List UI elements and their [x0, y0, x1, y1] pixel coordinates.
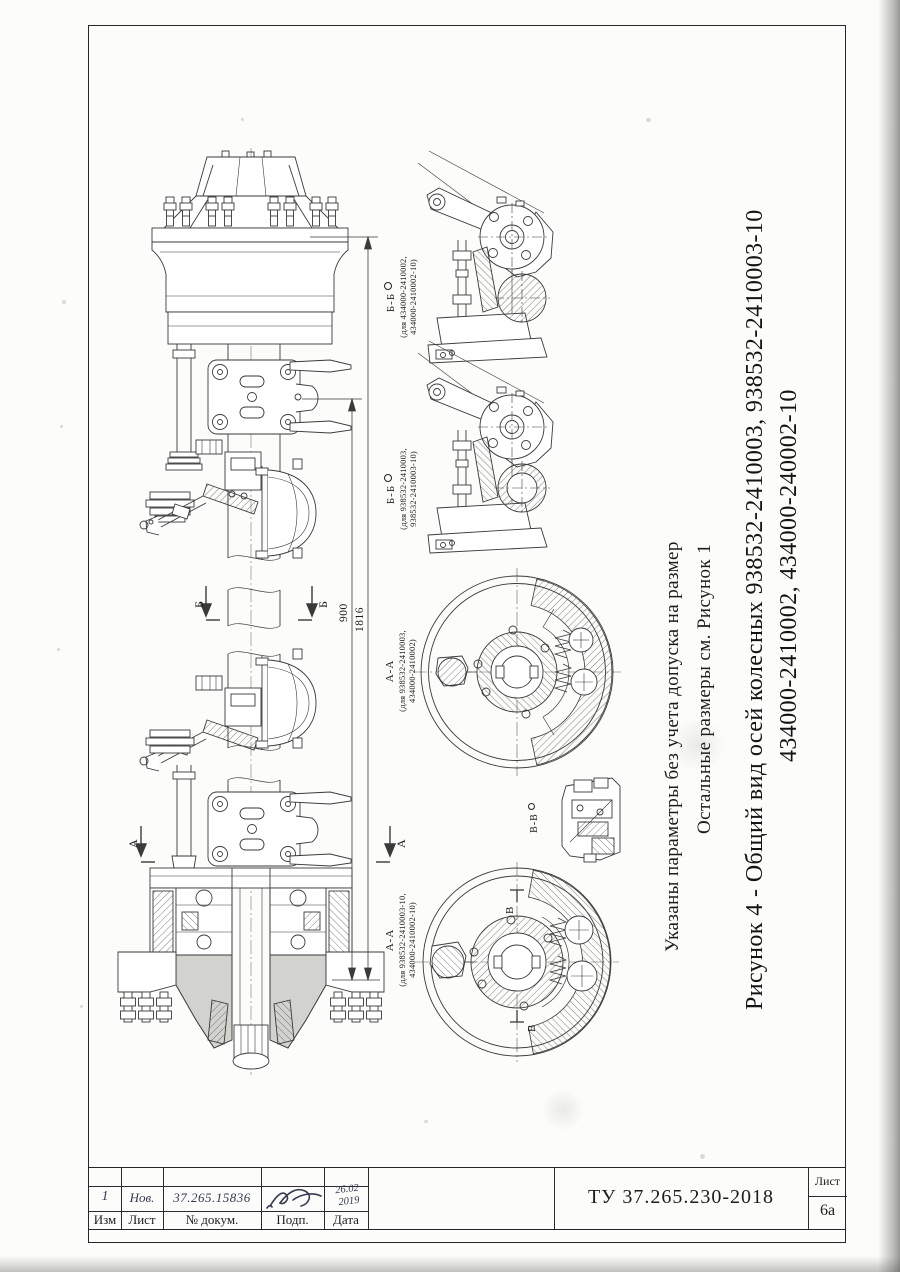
scan-smudge	[668, 720, 728, 770]
figure-caption-line2: 434000-2410002, 434000-240002-10	[776, 389, 802, 762]
header-data: Дата	[333, 1212, 359, 1227]
sheet-label: Лист	[814, 1174, 841, 1188]
section-label-aa1: А-А (для 938532-2410003, 434000-2410002)	[384, 616, 418, 726]
scan-speck	[424, 1120, 428, 1123]
header-izm: Изм	[93, 1212, 117, 1227]
brake-drum-view-2	[415, 862, 619, 1062]
marker-letter-v: В	[504, 906, 516, 914]
title-block-line	[808, 1196, 847, 1197]
title-block-line	[324, 1168, 325, 1229]
section-label-bb2: Б-Б (для 938532-2410003, 938532-2410003-…	[384, 434, 419, 544]
upper-brake-chamber	[255, 458, 317, 560]
note-parameters: Указаны параметры без учета допуска на р…	[662, 541, 683, 952]
lower-brake-chamber	[255, 648, 317, 750]
rotated-view-icon	[384, 473, 392, 482]
title-block-line	[121, 1168, 122, 1229]
section-applicability: 434000-2410002-10)	[408, 259, 419, 335]
title-block-line	[89, 1211, 368, 1212]
entry-doc-number: 37.265.15836	[173, 1190, 251, 1205]
scan-speck	[241, 118, 244, 121]
dimension-1816: 1816	[354, 607, 366, 632]
section-applicability: (для 434000-2410002,	[398, 256, 409, 338]
section-applicability: (для 938532-2410003,	[397, 630, 408, 712]
marker-letter-b: Б	[192, 601, 206, 608]
upper-spring-seat	[207, 359, 352, 435]
detail-bb-2	[417, 340, 554, 554]
title-block-line	[89, 1186, 368, 1187]
marker-letter-a: А	[394, 839, 408, 848]
section-name: Б-Б	[385, 292, 397, 313]
rotated-view-icon	[384, 281, 392, 290]
scan-speck	[700, 1154, 705, 1159]
detail-bb-1	[417, 150, 554, 364]
title-block-line	[163, 1168, 164, 1229]
header-list: Лист	[128, 1212, 156, 1227]
signature	[266, 1188, 322, 1209]
drawing-border-frame	[88, 25, 846, 1243]
lower-cam-cluster	[139, 675, 262, 869]
section-flag-b	[199, 586, 319, 621]
section-applicability: (для 938532-2410003,	[398, 448, 409, 530]
lower-spring-seat	[207, 791, 352, 867]
header-podp: Подп.	[276, 1212, 309, 1227]
title-block: Изм Лист № докум. Подп. Дата 1 Нов. 37.2…	[88, 1167, 847, 1230]
section-name: А-А	[384, 928, 396, 952]
section-label-vv: В-В	[528, 788, 541, 848]
document-number: ТУ 37.265.230-2018	[587, 1186, 775, 1208]
detail-vv	[561, 777, 621, 863]
wheel-hub-section	[117, 867, 385, 1070]
figure-caption-line1: Рисунок 4 - Общий вид осей колесных 9385…	[742, 209, 768, 1010]
scan-speck	[646, 118, 651, 122]
scan-smudge	[540, 1090, 586, 1130]
section-applicability: (для 938532-2410003-10,	[397, 893, 408, 987]
marker-letter-v: В	[526, 1024, 538, 1032]
brake-drum-view-1	[413, 568, 621, 776]
dimension-lines	[302, 235, 380, 982]
section-name: Б-Б	[385, 484, 397, 505]
section-name: В-В	[529, 813, 540, 833]
section-applicability: 434000-2410002-10)	[407, 902, 418, 978]
scan-speck	[80, 1005, 83, 1008]
header-doc: № докум.	[185, 1212, 239, 1227]
paper-edge-shadow-bottom	[0, 1256, 900, 1272]
upper-cam-cluster	[139, 439, 262, 536]
marker-letter-b: Б	[316, 601, 330, 608]
title-block-line	[261, 1168, 262, 1229]
sheet-number: 6а	[819, 1202, 836, 1219]
title-block-line	[368, 1168, 369, 1229]
entry-izm: 1	[101, 1189, 109, 1204]
paper-edge-shadow-right	[878, 0, 900, 1272]
scan-speck	[60, 425, 63, 428]
marker-letter-a: А	[126, 839, 140, 848]
entry-list: Нов.	[129, 1190, 155, 1205]
title-block-line	[808, 1168, 809, 1229]
section-flag-a	[134, 826, 397, 863]
section-label-aa2: А-А (для 938532-2410003-10, 434000-24100…	[384, 880, 418, 1000]
dimension-900: 900	[338, 603, 350, 622]
note-other-dimensions: Остальные размеры см. Рисунок 1	[694, 543, 715, 834]
title-block-line	[554, 1168, 555, 1229]
main-axle-assembly	[117, 148, 397, 1075]
rotated-view-icon	[528, 803, 535, 811]
section-applicability: 938532-2410003-10)	[408, 451, 419, 527]
scan-speck	[57, 648, 60, 651]
section-name: А-А	[384, 659, 396, 683]
section-applicability: 434000-2410002)	[407, 639, 418, 703]
scan-speck	[62, 300, 66, 304]
section-label-bb1: Б-Б (для 434000-2410002, 434000-2410002-…	[384, 242, 419, 352]
